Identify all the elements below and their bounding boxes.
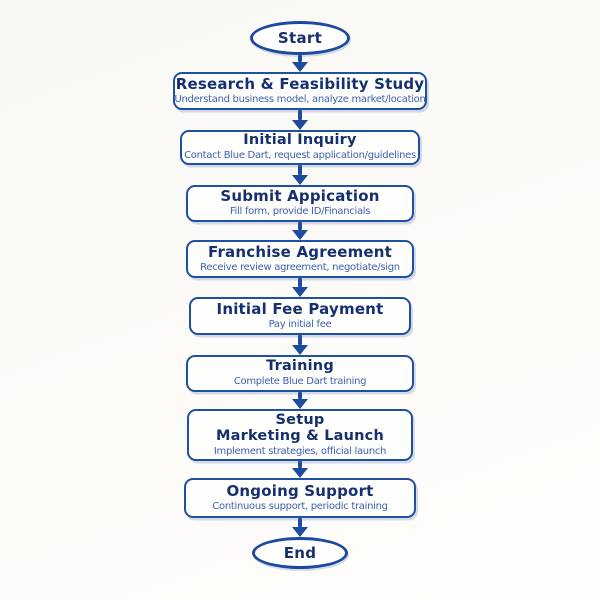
arrow-shaft — [298, 392, 302, 399]
step-box-initial-fee-payment: Initial Fee Payment Pay initial fee — [189, 297, 411, 335]
step-box-ongoing-support: Ongoing Support Continuous support, peri… — [184, 478, 416, 518]
step-box-initial-inquiry: Initial Inquiry Contact Blue Dart, reque… — [180, 130, 420, 165]
arrow-head — [292, 468, 308, 478]
arrow-head — [292, 287, 308, 297]
flow-arrow-down-icon — [290, 392, 310, 409]
end-node: End — [252, 537, 348, 569]
step-box-setup-marketing-launch: Setup Marketing & Launch Implement strat… — [187, 409, 413, 461]
step-box-research-feasibility: Research & Feasibility Study Understand … — [173, 72, 427, 110]
arrow-shaft — [298, 518, 302, 527]
step-subtitle: Complete Blue Dart training — [233, 376, 367, 388]
step-title: Setup Marketing & Launch — [216, 411, 384, 445]
flow-arrow-down-icon — [290, 55, 310, 72]
step-title: Training — [266, 358, 334, 375]
arrow-head — [292, 175, 308, 185]
arrow-head — [292, 527, 308, 537]
start-node: Start — [250, 21, 350, 55]
arrow-shaft — [298, 278, 302, 287]
step-box-franchise-agreement: Franchise Agreement Receive review agree… — [186, 240, 414, 278]
step-title: Research & Feasibility Study — [175, 74, 425, 93]
flow-arrow-down-icon — [290, 222, 310, 240]
step-subtitle: Understand business model, analyze marke… — [174, 93, 426, 105]
flow-arrow-down-icon — [290, 461, 310, 478]
start-label: Start — [277, 29, 323, 47]
flow-arrow-down-icon — [290, 165, 310, 185]
step-title: Submit Appication — [220, 187, 380, 206]
step-box-training: Training Complete Blue Dart training — [186, 355, 414, 392]
arrow-shaft — [298, 110, 302, 120]
arrow-shaft — [298, 165, 302, 175]
step-subtitle: Receive review agreement, negotiate/sign — [200, 261, 400, 273]
flow-arrow-down-icon — [290, 518, 310, 537]
arrow-head — [292, 120, 308, 130]
flow-arrow-down-icon — [290, 335, 310, 355]
arrow-head — [292, 230, 308, 240]
arrow-shaft — [298, 55, 302, 62]
arrow-shaft — [298, 335, 302, 345]
step-subtitle: Contact Blue Dart, request application/g… — [184, 150, 416, 162]
step-title: Franchise Agreement — [207, 242, 393, 261]
step-title: Ongoing Support — [226, 481, 374, 500]
step-subtitle: Pay initial fee — [268, 318, 332, 330]
step-subtitle: Continuous support, periodic training — [212, 500, 388, 512]
arrow-head — [292, 345, 308, 355]
step-subtitle: Fill form, provide ID/Financials — [229, 206, 371, 218]
arrow-head — [292, 399, 308, 409]
flow-arrow-down-icon — [290, 110, 310, 130]
step-subtitle: Implement strategies, official launch — [213, 445, 387, 457]
step-title: Initial Fee Payment — [216, 299, 384, 318]
arrow-shaft — [298, 461, 302, 468]
step-box-submit-application: Submit Appication Fill form, provide ID/… — [186, 185, 414, 222]
arrow-shaft — [298, 222, 302, 230]
flow-arrow-down-icon — [290, 278, 310, 297]
end-label: End — [283, 544, 317, 562]
arrow-head — [292, 62, 308, 72]
step-title: Initial Inquiry — [243, 132, 357, 149]
